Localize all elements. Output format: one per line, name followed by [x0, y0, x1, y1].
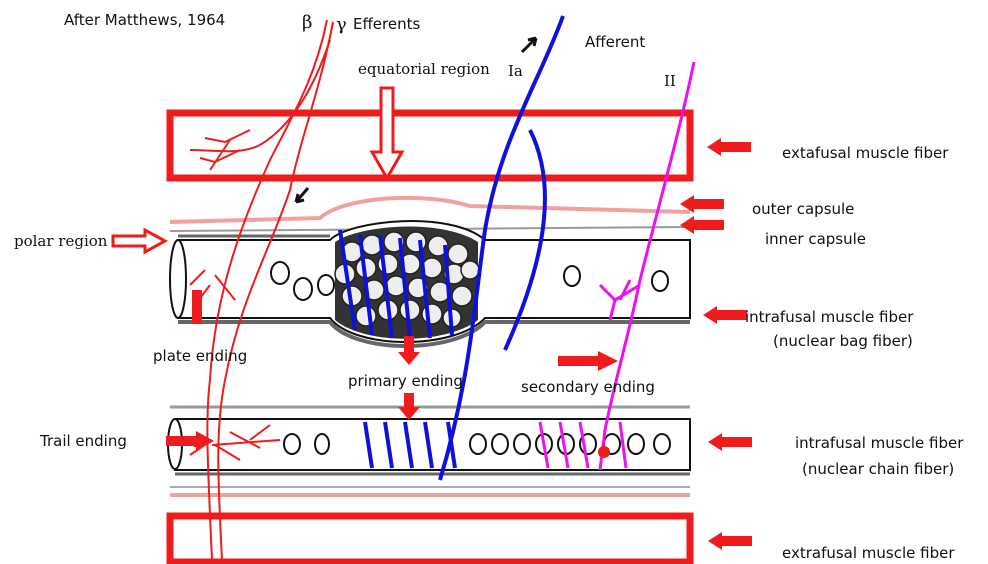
ia-direction-arrow	[520, 36, 538, 54]
outer-capsule-label: outer capsule	[752, 200, 854, 218]
polar-region-arrow	[111, 227, 169, 255]
trail-ending-label: Trail ending	[39, 432, 127, 450]
secondary-ending-dot	[598, 446, 610, 458]
primary-ending-label: primary ending	[348, 372, 463, 390]
equatorial-arrow	[369, 86, 405, 182]
efferents-label: Efferents	[353, 15, 420, 33]
credit-text: After Matthews, 1964	[64, 11, 225, 29]
gamma-symbol: γ	[336, 14, 347, 35]
extrafusal-bottom-fiber	[166, 512, 694, 564]
outer-capsule	[169, 195, 691, 224]
secondary-ending-label: secondary ending	[521, 378, 655, 396]
extrafusal-top-fiber	[166, 109, 694, 182]
polar-region-label: polar region	[14, 232, 108, 250]
bag-fiber-label-1: intrafusal muscle fiber	[745, 308, 914, 326]
plate-ending-marker	[192, 290, 202, 324]
secondary-ending-arrow	[558, 351, 618, 371]
trail-ending-arrow	[166, 431, 214, 451]
afferent-ia-nerve	[338, 15, 565, 481]
afferent-ii-nerve	[538, 61, 696, 471]
efferent-direction-arrow	[294, 187, 310, 204]
inner-capsule-label: inner capsule	[765, 230, 866, 248]
inner-capsule-arrow	[680, 216, 724, 234]
ii-label: II	[664, 72, 676, 90]
chain-fiber-label-2: (nuclear chain fiber)	[802, 460, 954, 478]
extrafusal-top-label: extafusal muscle fiber	[782, 144, 949, 162]
plate-ending-label: plate ending	[153, 347, 247, 365]
equatorial-region-label: equatorial region	[358, 60, 490, 78]
primary-ending-arrow	[398, 336, 420, 365]
efferent-nerves	[179, 19, 334, 561]
extrafusal-bottom-arrow	[708, 532, 752, 550]
ia-label: Ia	[508, 62, 523, 80]
extrafusal-top-arrow	[707, 138, 751, 156]
chain-fiber-arrow	[708, 433, 752, 451]
afferent-label: Afferent	[585, 33, 645, 51]
extrafusal-bottom-label: extrafusal muscle fiber	[782, 544, 955, 562]
beta-symbol: β	[302, 12, 312, 33]
bag-fiber-arrow	[703, 306, 747, 324]
primary-chain-arrow	[398, 393, 420, 420]
chain-fiber-label-1: intrafusal muscle fiber	[795, 434, 964, 452]
bag-fiber-label-2: (nuclear bag fiber)	[773, 332, 913, 350]
